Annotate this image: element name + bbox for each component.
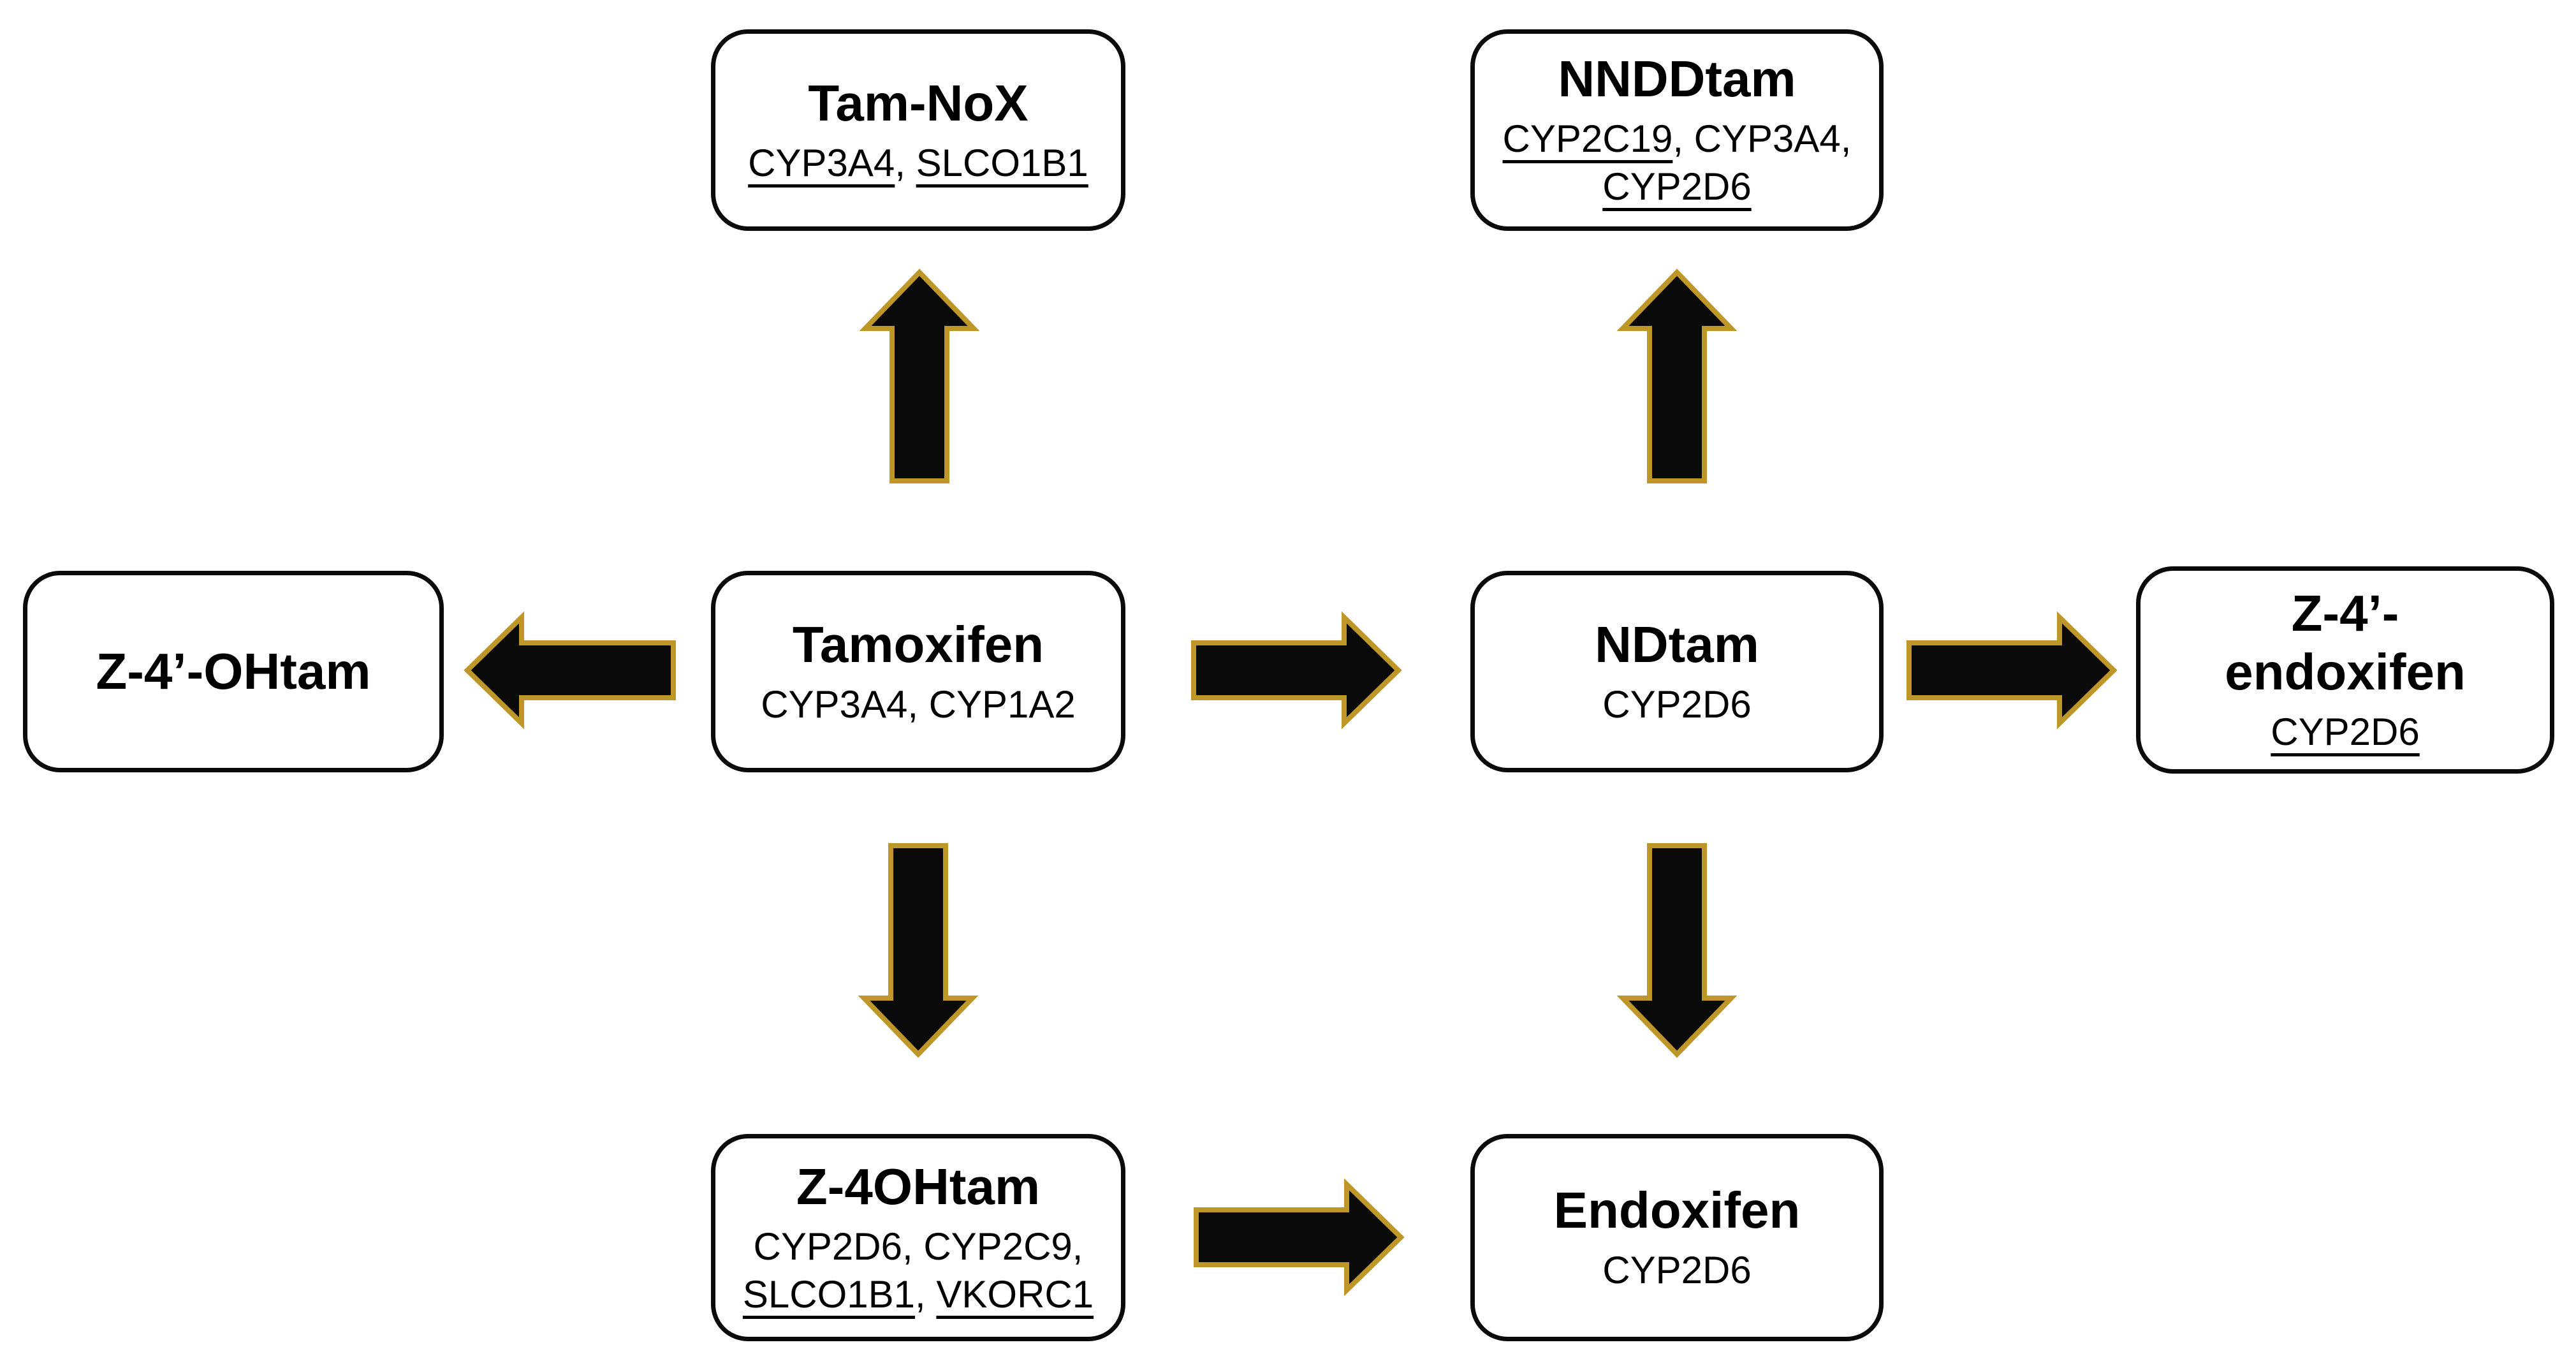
gene-line: CYP2D6, CYP2C9, [743, 1223, 1094, 1270]
gene-line: CYP2D6 [1602, 1246, 1751, 1294]
node-tamoxifen: Tamoxifen CYP3A4, CYP1A2 [711, 571, 1125, 772]
gene-underlined: SLCO1B1 [916, 141, 1088, 184]
arrow-ndtam-to-nnddtam [1616, 269, 1738, 483]
node-genes: CYP3A4, CYP1A2 [761, 680, 1076, 728]
gene-underlined: VKORC1 [936, 1272, 1094, 1316]
gene-underlined: CYP2D6 [2271, 710, 2420, 753]
gene-line: CYP2D6 [1503, 163, 1852, 210]
gene-line: CYP2C19, CYP3A4, [1503, 115, 1852, 163]
node-genes: CYP2D6 [1602, 1246, 1751, 1294]
arrow-tamoxifen-to-z4ohtam [858, 843, 979, 1058]
node-title: Z-4’-OHtam [96, 643, 371, 700]
gene-underlined: CYP2D6 [1602, 165, 1752, 208]
node-genes: CYP2D6 [1602, 680, 1751, 728]
gene-plain: , [915, 1272, 937, 1316]
node-title: Z-4’- endoxifen [2225, 585, 2466, 700]
node-genes: CYP2C19, CYP3A4,CYP2D6 [1503, 115, 1852, 210]
node-genes: CYP2D6 [2271, 708, 2419, 756]
node-genes: CYP2D6, CYP2C9,SLCO1B1, VKORC1 [743, 1223, 1094, 1318]
arrow-ndtam-to-z4-prime-endoxifen [1906, 611, 2118, 730]
gene-plain: CYP2D6 [1602, 1249, 1752, 1291]
arrow-tamoxifen-to-z4-prime-ohtam [464, 611, 676, 730]
gene-plain: CYP3A4, CYP1A2 [761, 682, 1076, 726]
node-title: NNDDtam [1558, 50, 1796, 107]
node-z4-prime-ohtam: Z-4’-OHtam [23, 571, 444, 772]
gene-underlined: CYP2C19 [1502, 117, 1673, 160]
gene-plain: , [895, 141, 916, 184]
node-title: Tamoxifen [792, 615, 1044, 673]
node-title: Z-4OHtam [796, 1158, 1041, 1215]
node-title: NDtam [1595, 615, 1759, 673]
gene-underlined: CYP3A4 [748, 141, 895, 184]
gene-plain: CYP2D6, CYP2C9, [753, 1225, 1083, 1268]
arrow-z4ohtam-to-endoxifen [1194, 1178, 1405, 1297]
node-title: Tam-NoX [808, 74, 1028, 131]
node-endoxifen: Endoxifen CYP2D6 [1470, 1134, 1884, 1341]
gene-line: CYP3A4, SLCO1B1 [748, 139, 1088, 187]
node-nnddtam: NNDDtam CYP2C19, CYP3A4,CYP2D6 [1470, 29, 1884, 231]
arrow-ndtam-to-endoxifen [1616, 843, 1738, 1058]
gene-line: CYP3A4, CYP1A2 [761, 680, 1076, 728]
node-z4ohtam: Z-4OHtam CYP2D6, CYP2C9,SLCO1B1, VKORC1 [711, 1134, 1125, 1341]
gene-line: CYP2D6 [1602, 680, 1751, 728]
node-ndtam: NDtam CYP2D6 [1470, 571, 1884, 772]
gene-line: CYP2D6 [2271, 708, 2419, 756]
node-genes: CYP3A4, SLCO1B1 [748, 139, 1088, 187]
arrow-tamoxifen-to-tam-nox [859, 269, 980, 483]
node-z4-prime-endoxifen: Z-4’- endoxifen CYP2D6 [2136, 566, 2554, 774]
gene-plain: CYP2D6 [1602, 682, 1752, 726]
gene-underlined: SLCO1B1 [742, 1272, 916, 1316]
node-title: Endoxifen [1553, 1182, 1801, 1239]
gene-plain: , CYP3A4, [1672, 117, 1852, 160]
gene-line: SLCO1B1, VKORC1 [743, 1270, 1094, 1318]
arrow-tamoxifen-to-ndtam [1191, 611, 1402, 730]
node-tam-nox: Tam-NoX CYP3A4, SLCO1B1 [711, 29, 1125, 231]
